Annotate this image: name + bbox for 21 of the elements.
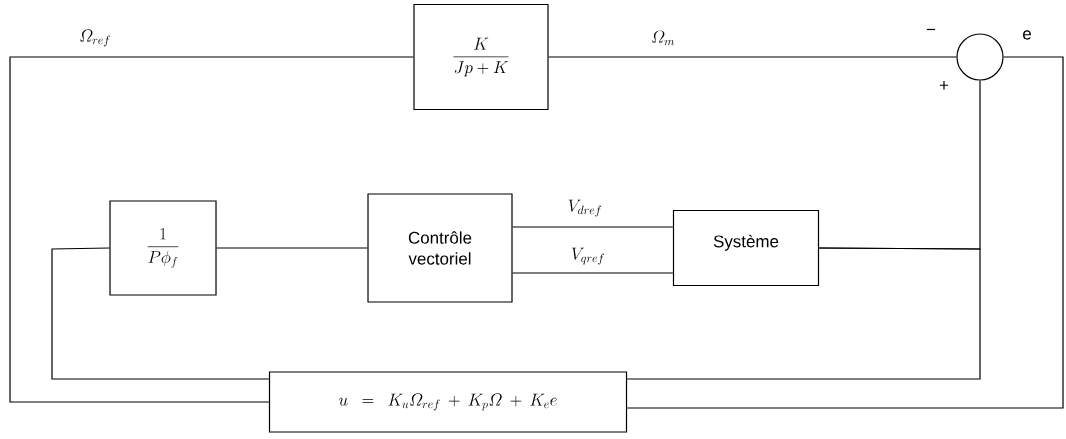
- connector-line: [548, 56, 957, 58]
- block-box: Contrôle vectoriel: [367, 193, 513, 303]
- connector-line: [216, 247, 368, 249]
- connector-line: [512, 226, 674, 228]
- connector-line: [51, 247, 270, 380]
- block-box: $\frac{K}{Jp+K}$: [413, 3, 549, 111]
- sign-label: +: [939, 81, 949, 90]
- connector-line: [9, 56, 414, 403]
- connector-line: [626, 56, 1064, 409]
- connector-line: [626, 247, 981, 380]
- sign-label: −: [926, 28, 936, 31]
- connector-line: [512, 272, 674, 274]
- block-box: $u=K_u\varOmega_{ref}+K_p\varOmega+K_e e$: [268, 371, 628, 433]
- block-box: $\frac{1}{P\phi_f}$: [109, 200, 217, 296]
- edge-label: e: [1021, 29, 1033, 41]
- edge-label: $V_{dref}$: [566, 198, 604, 218]
- edge-label: $V_{qref}$: [570, 246, 606, 266]
- block-box: Système: [672, 209, 820, 287]
- edge-label: $\varOmega_m$: [650, 29, 676, 47]
- edge-label: $\varOmega_{ref}$: [78, 28, 112, 48]
- summing-junction: [956, 33, 1004, 81]
